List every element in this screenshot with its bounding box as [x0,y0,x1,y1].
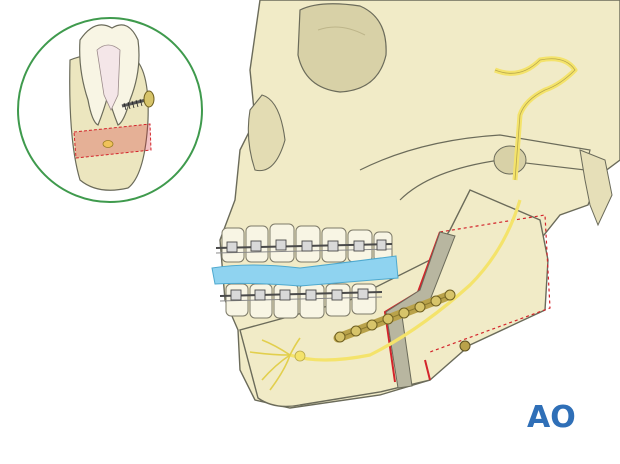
nasal-aperture [247,94,286,172]
mandible [239,189,549,408]
mastoid-process [579,149,613,227]
zygomatic-arch [359,134,591,201]
lower-arch-wire [219,291,383,302]
occlusal-splint [211,255,399,287]
osteotomy-band-icon [73,123,152,159]
orthodontic-brackets [226,239,387,301]
external-acoustic-meatus [493,145,527,175]
orbit [297,3,387,93]
inferior-alveolar-nerve [289,199,522,362]
bone-gap-segment [385,231,456,389]
plate-screws [334,289,456,343]
screw-icon [121,90,155,111]
inset-detail [17,17,203,203]
ao-logo: AO [527,400,576,435]
ramus-cut-outline [429,214,551,353]
bicortical-screw [459,340,471,352]
mental-nerve-branches [249,337,301,391]
ao-logo-text: AO [527,400,576,435]
